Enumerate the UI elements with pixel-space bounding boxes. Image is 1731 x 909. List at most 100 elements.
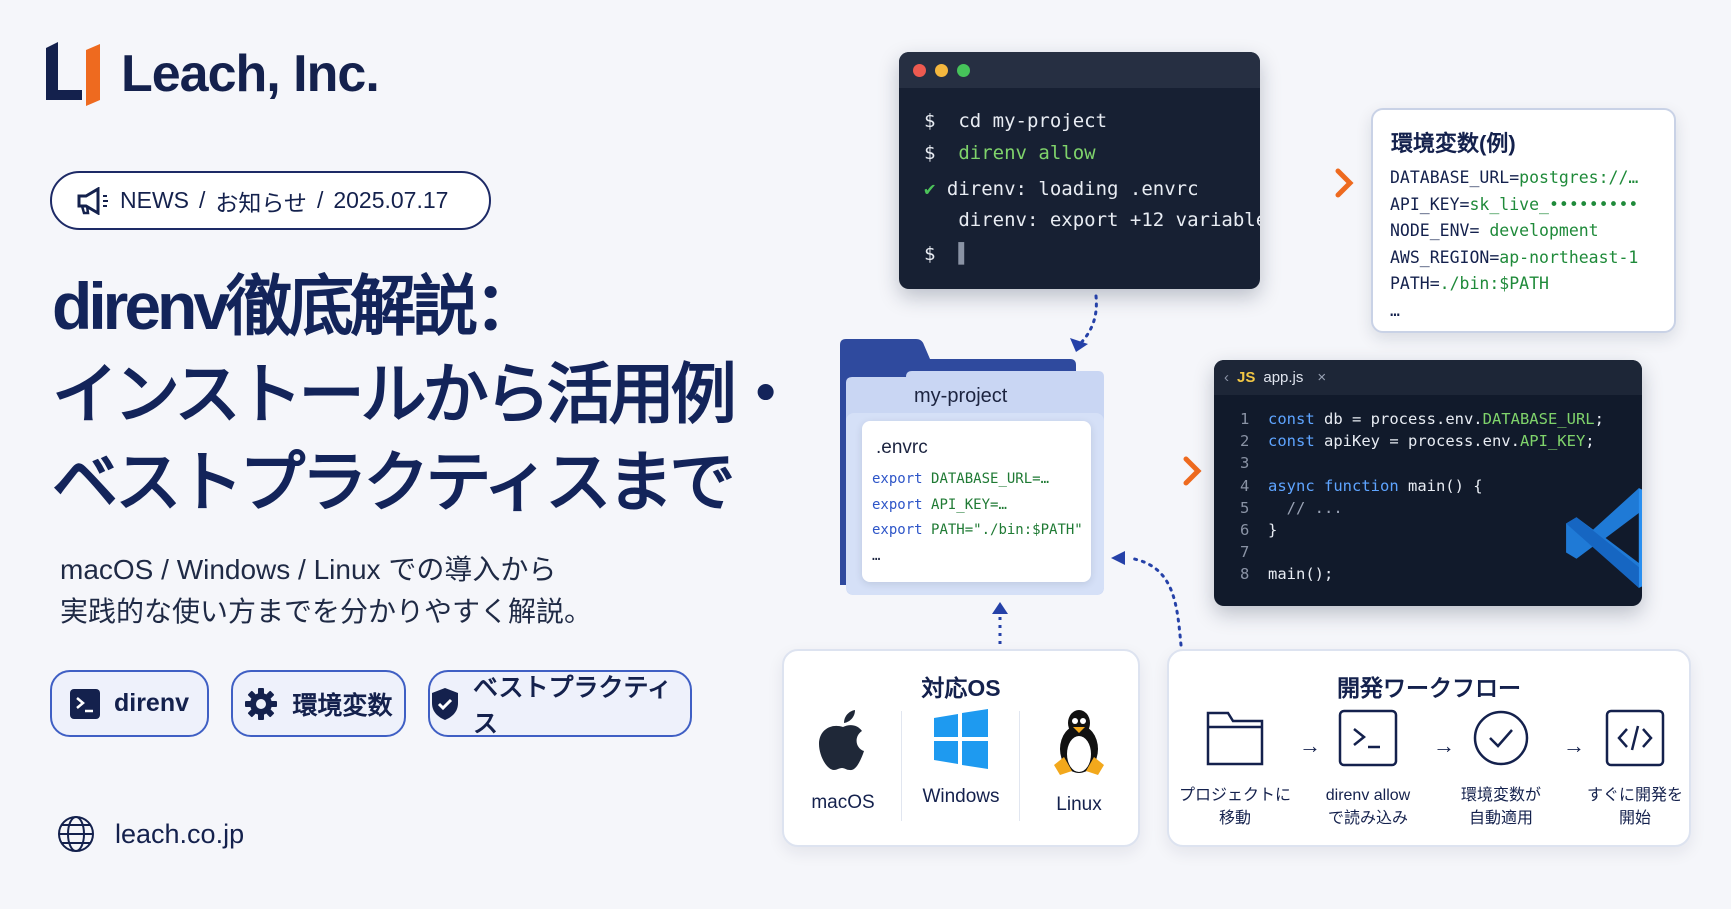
terminal-window: $ cd my-project $ direnv allow ✔ direnv: l… [899, 52, 1260, 289]
env-var-line: DATABASE_URL=postgres://… [1390, 168, 1638, 187]
step-label: すぐに開発を [1586, 787, 1683, 804]
env-var-line: API_KEY=sk_live_••••••••• [1390, 195, 1638, 214]
arrow-right-icon: → [1433, 733, 1455, 758]
tag-label: 環境変数 [292, 691, 393, 720]
news-date: 2025.07.17 [333, 187, 449, 213]
arrow-right-icon [1260, 168, 1354, 198]
line-number: 5 [1240, 498, 1250, 517]
file-name: .envrc [876, 437, 928, 458]
terminal-line: $ ▌ [924, 243, 970, 265]
envrc-file-card: .envrc export DATABASE_URL=…export API_K… [862, 421, 1091, 582]
env-var-line: NODE_ENV= development [1390, 221, 1599, 240]
company-name: Leach, Inc. [121, 45, 380, 103]
check-circle-icon [1473, 710, 1529, 766]
workflow-step: すぐに開発を開始 [1573, 709, 1697, 830]
windows-icon [934, 709, 988, 769]
tag-label: ベストプラクティス [473, 673, 673, 738]
news-category: お知らせ [215, 189, 307, 216]
separator: / [199, 187, 206, 213]
linux-tux-icon [1054, 710, 1104, 775]
dotted-arrow-icon [1070, 294, 1098, 352]
step-label: direnv allow [1325, 787, 1411, 804]
env-var-key: DATABASE_URL= [1390, 168, 1520, 187]
env-var-key: AWS_REGION= [1390, 247, 1500, 267]
envrc-keyword: export [872, 522, 932, 538]
line-number: 8 [1240, 565, 1250, 584]
env-var-line: … [1390, 301, 1400, 320]
title-line: ベストプラクティスまで [52, 445, 735, 519]
env-vars-example-card: 環境変数(例) DATABASE_URL=postgres://…API_KEY… [1371, 108, 1676, 333]
env-var-key: PATH= [1390, 274, 1440, 293]
envrc-line: export API_KEY=… [872, 497, 1007, 513]
tag-best-practices[interactable]: ベストプラクティス [428, 670, 692, 738]
subtitle: macOS / Windows / Linux での導入から 実践的な使い方まで… [60, 549, 592, 633]
line-number: 1 [1240, 410, 1250, 428]
code-token: const [1268, 432, 1324, 451]
code-token: DATABASE_URL [1482, 410, 1595, 428]
envrc-keyword: export [872, 471, 932, 487]
terminal-line: $ direnv allow [924, 142, 1096, 164]
terminal-token: cd my-project [958, 110, 1108, 132]
step-label: 自動適用 [1468, 810, 1533, 827]
env-var-line: PATH=./bin:$PATH [1390, 274, 1549, 293]
maximize-dot-icon[interactable] [957, 63, 970, 77]
news-badge: NEWS / お知らせ / 2025.07.17 [50, 171, 491, 230]
code-token: // ... [1268, 498, 1343, 517]
envrc-value: … [872, 547, 881, 564]
website-link[interactable]: leach.co.jp [57, 815, 244, 853]
arrow-right-icon [1108, 456, 1202, 486]
step-label: 開始 [1618, 810, 1651, 827]
arrow-right-icon: → [1299, 733, 1321, 758]
terminal-line: ✔ direnv: loading .envrc [924, 178, 1199, 200]
envrc-value: API_KEY=… [931, 496, 1007, 513]
env-var-value: development [1489, 221, 1599, 240]
code-line: async function main() { [1268, 477, 1483, 495]
code-line: } [1268, 521, 1277, 539]
separator: / [316, 187, 324, 213]
step-label: 環境変数が [1460, 787, 1541, 804]
globe-icon [58, 816, 94, 852]
folder-icon [1206, 711, 1264, 766]
code-icon [1605, 709, 1665, 767]
title-line: インストールから活用例・ [52, 357, 799, 431]
env-var-value: ap-northeast-1 [1499, 247, 1639, 267]
code-token: const [1268, 410, 1324, 428]
step-label: 移動 [1218, 810, 1251, 827]
close-dot-icon[interactable] [913, 63, 926, 77]
env-var-value: postgres://… [1519, 168, 1639, 187]
tag-direnv[interactable]: direnv [50, 670, 209, 737]
code-token: API_KEY [1519, 432, 1586, 451]
terminal-line: direnv: export +12 variables [924, 209, 1260, 231]
dotted-arrow-up-icon [992, 602, 1008, 644]
title-line: direnv徹底解説： [52, 269, 540, 343]
subtitle-line: macOS / Windows / Linux での導入から [60, 554, 557, 585]
os-label: Linux [1056, 794, 1102, 815]
os-label: Windows [922, 786, 1000, 807]
editor-tab-bar: ‹ JS app.js × [1214, 360, 1642, 395]
card-title: 開発ワークフロー [1337, 675, 1521, 701]
tag-env-vars[interactable]: 環境変数 [231, 670, 406, 737]
terminal-line: $ cd my-project [924, 110, 1107, 132]
terminal-token: $ [924, 243, 959, 265]
tab-filename[interactable]: app.js [1263, 369, 1304, 386]
step-label: プロジェクトに [1178, 787, 1291, 804]
minimize-dot-icon[interactable] [935, 63, 948, 77]
terminal-icon [1338, 709, 1398, 767]
tag-label: direnv [113, 689, 190, 717]
terminal-token: ✔ [924, 178, 947, 200]
supported-os-card: 対応OS macOS Windows Linux [782, 649, 1140, 847]
page-title: direnv徹底解説： インストールから活用例・ ベストプラクティスまで [52, 262, 799, 526]
code-line: main(); [1268, 565, 1333, 583]
website-url: leach.co.jp [115, 818, 245, 849]
envrc-value: DATABASE_URL=… [931, 471, 1050, 487]
shield-check-icon [432, 687, 458, 720]
terminal-token: $ [924, 142, 959, 164]
close-tab-icon[interactable]: × [1317, 369, 1327, 386]
gear-icon [245, 687, 278, 720]
env-var-key: … [1390, 300, 1400, 320]
env-var-value: sk_live_••••••••• [1469, 194, 1639, 214]
code-token: } [1268, 521, 1278, 539]
chevron-left-icon[interactable]: ‹ [1224, 369, 1229, 386]
envrc-keyword: export [872, 496, 932, 513]
